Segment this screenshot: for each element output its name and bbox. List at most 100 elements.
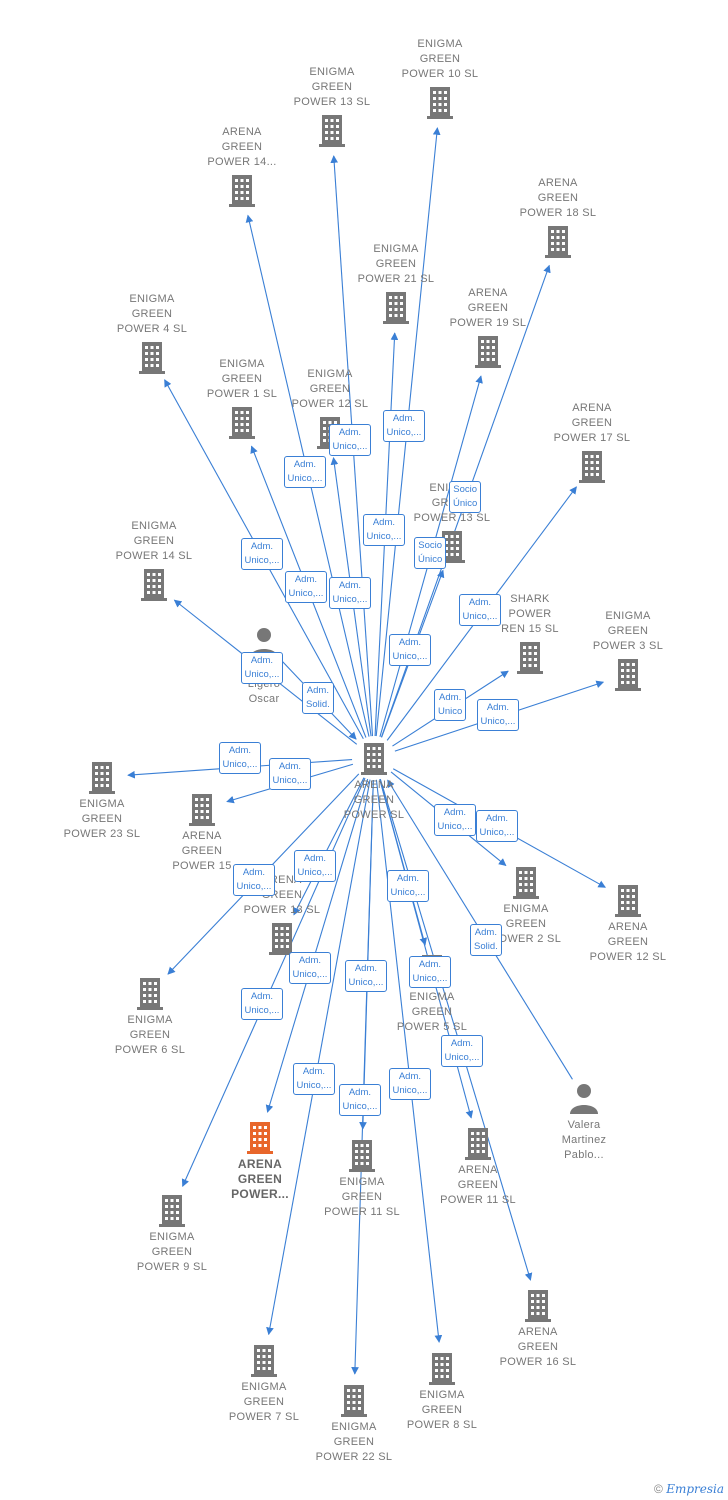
edge-role-label[interactable]: Adm. Unico,... xyxy=(232,864,276,896)
edge-role-label[interactable]: Adm. Unico,... xyxy=(476,699,520,731)
company-node-enigma7[interactable]: ENIGMA GREEN POWER 7 SL xyxy=(209,1342,319,1425)
building-icon xyxy=(95,975,205,1011)
company-node-arena17[interactable]: ARENA GREEN POWER 17 SL xyxy=(537,402,647,484)
edge-center-enigma7 xyxy=(266,779,371,1336)
company-node-enigma9[interactable]: ENIGMA GREEN POWER 9 SL xyxy=(117,1192,227,1275)
company-node-arena13[interactable]: ARENA GREEN POWER 13 SL xyxy=(227,874,337,956)
node-label: ENIGMA GREEN POWER 9 SL xyxy=(136,1231,208,1273)
edge-role-label[interactable]: Socio Único xyxy=(414,537,447,569)
building-icon xyxy=(147,791,257,827)
company-node-enigma21[interactable]: ENIGMA GREEN POWER 21 SL xyxy=(341,243,451,325)
node-label: ENIGMA GREEN POWER 6 SL xyxy=(114,1014,186,1056)
building-icon xyxy=(47,759,157,795)
building-icon xyxy=(573,882,683,918)
edge-role-label[interactable]: Adm. Unico,... xyxy=(268,758,312,790)
edge-role-label[interactable]: Adm. Unico,... xyxy=(458,594,502,626)
edge-role-label[interactable]: Adm. Unico,... xyxy=(388,634,432,666)
building-icon xyxy=(97,339,207,375)
edge-role-label[interactable]: Adm. Unico,... xyxy=(388,1068,432,1100)
company-node-center[interactable]: ARENA GREEN POWER SL xyxy=(319,740,429,823)
node-label: ARENA GREEN POWER... xyxy=(231,1157,289,1201)
building-icon xyxy=(471,864,581,900)
edge-role-label[interactable]: Adm. Unico,... xyxy=(283,456,327,488)
node-label: ARENA GREEN POWER 13 SL xyxy=(243,874,321,916)
edge-center-arena16 xyxy=(379,778,533,1281)
company-node-arena16[interactable]: ARENA GREEN POWER 16 SL xyxy=(483,1287,593,1370)
node-label: ENIGMA GREEN POWER 23 SL xyxy=(63,798,141,840)
edge-role-label[interactable]: Adm. Unico,... xyxy=(240,538,284,570)
edge-role-label[interactable]: Socio Único xyxy=(449,481,482,513)
company-node-shark[interactable]: SHARK POWER REN 15 SL xyxy=(475,593,585,675)
edge-center-enigma22 xyxy=(351,779,374,1375)
company-node-enigma6[interactable]: ENIGMA GREEN POWER 6 SL xyxy=(95,975,205,1058)
company-node-arenaHL[interactable]: ARENA GREEN POWER... xyxy=(205,1119,315,1202)
company-node-arena15[interactable]: ARENA GREEN POWER 15 xyxy=(147,791,257,874)
edge-role-label[interactable]: Adm. Unico,... xyxy=(440,1035,484,1067)
building-icon xyxy=(503,223,613,259)
node-label: ARENA GREEN POWER 16 SL xyxy=(499,1326,577,1368)
company-node-arena11[interactable]: ARENA GREEN POWER 11 SL xyxy=(423,1125,533,1208)
company-node-arena14[interactable]: ARENA GREEN POWER 14... xyxy=(187,126,297,208)
node-label: ARENA GREEN POWER 12 SL xyxy=(589,921,667,963)
brand-logo[interactable]: Empresia xyxy=(666,1482,724,1496)
edge-role-label[interactable]: Adm. Unico,... xyxy=(240,652,284,684)
edge-role-label[interactable]: Adm. Unico,... xyxy=(240,988,284,1020)
edge-role-label[interactable]: Adm. Unico,... xyxy=(362,514,406,546)
company-node-enigma10[interactable]: ENIGMA GREEN POWER 10 SL xyxy=(385,38,495,120)
node-label: ENIGMA GREEN POWER 22 SL xyxy=(315,1421,393,1463)
node-label: ENIGMA GREEN POWER 12 SL xyxy=(291,368,369,410)
node-label: ARENA GREEN POWER 19 SL xyxy=(449,287,527,329)
edge-role-label[interactable]: Adm. Unico,... xyxy=(433,804,477,836)
node-label: ENIGMA GREEN POWER 8 SL xyxy=(406,1389,478,1431)
building-icon xyxy=(483,1287,593,1323)
footer: © Empresia xyxy=(654,1482,724,1496)
company-node-enigma8[interactable]: ENIGMA GREEN POWER 8 SL xyxy=(387,1350,497,1433)
edge-role-label[interactable]: Adm. Unico,... xyxy=(386,870,430,902)
edge-role-label[interactable]: Adm. Solid. xyxy=(470,924,502,956)
company-node-enigma13[interactable]: ENIGMA GREEN POWER 13 SL xyxy=(277,66,387,148)
node-label: ENIGMA GREEN POWER 14 SL xyxy=(115,520,193,562)
edge-role-label[interactable]: Adm. Unico,... xyxy=(344,960,388,992)
company-node-arena12[interactable]: ARENA GREEN POWER 12 SL xyxy=(573,882,683,965)
company-node-enigma3[interactable]: ENIGMA GREEN POWER 3 SL xyxy=(573,610,683,692)
building-icon xyxy=(187,172,297,208)
building-icon xyxy=(423,1125,533,1161)
company-node-enigma4[interactable]: ENIGMA GREEN POWER 4 SL xyxy=(97,293,207,375)
edge-role-label[interactable]: Adm. Solid. xyxy=(302,682,334,714)
building-icon xyxy=(117,1192,227,1228)
edge-role-label[interactable]: Adm. Unico,... xyxy=(288,952,332,984)
company-node-enigma11[interactable]: ENIGMA GREEN POWER 11 SL xyxy=(307,1137,417,1220)
edge-role-label[interactable]: Adm. Unico,... xyxy=(475,810,519,842)
edge-role-label[interactable]: Adm. Unico,... xyxy=(284,571,328,603)
company-node-enigma1[interactable]: ENIGMA GREEN POWER 1 SL xyxy=(187,358,297,440)
edge-center-enigma9 xyxy=(181,777,366,1187)
copyright-symbol: © xyxy=(654,1482,663,1496)
edge-role-label[interactable]: Adm. Unico,... xyxy=(328,577,372,609)
edge-role-label[interactable]: Adm. Unico,... xyxy=(293,850,337,882)
node-label: ARENA GREEN POWER 18 SL xyxy=(519,177,597,219)
person-node-valera[interactable]: Valera Martinez Pablo... xyxy=(529,1080,639,1163)
company-node-enigma23[interactable]: ENIGMA GREEN POWER 23 SL xyxy=(47,759,157,842)
building-icon xyxy=(307,1137,417,1173)
edge-role-label[interactable]: Adm. Unico,... xyxy=(218,742,262,774)
edge-role-label[interactable]: Adm. Unico,... xyxy=(328,424,372,456)
edge-center-arenaHL xyxy=(265,778,369,1113)
company-node-arena18[interactable]: ARENA GREEN POWER 18 SL xyxy=(503,177,613,259)
node-label: ARENA GREEN POWER SL xyxy=(343,779,405,821)
node-label: ENIGMA GREEN POWER 4 SL xyxy=(116,293,188,335)
company-node-enigma14[interactable]: ENIGMA GREEN POWER 14 SL xyxy=(99,520,209,602)
edge-role-label[interactable]: Adm. Unico,... xyxy=(292,1063,336,1095)
node-label: ARENA GREEN POWER 14... xyxy=(207,126,277,168)
building-icon xyxy=(573,656,683,692)
building-icon xyxy=(319,740,429,776)
company-node-arena19[interactable]: ARENA GREEN POWER 19 SL xyxy=(433,287,543,369)
node-label: ENIGMA GREEN POWER 11 SL xyxy=(324,1176,400,1218)
node-label: ENIGMA GREEN POWER 3 SL xyxy=(592,610,664,652)
edge-role-label[interactable]: Adm. Unico,... xyxy=(408,956,452,988)
edge-role-label[interactable]: Adm. Unico,... xyxy=(382,410,426,442)
company-node-enigma22[interactable]: ENIGMA GREEN POWER 22 SL xyxy=(299,1382,409,1465)
edge-role-label[interactable]: Adm. Unico xyxy=(434,689,467,721)
building-icon xyxy=(227,920,337,956)
node-label: ENIGMA GREEN POWER 13 SL xyxy=(293,66,371,108)
edge-role-label[interactable]: Adm. Unico,... xyxy=(338,1084,382,1116)
